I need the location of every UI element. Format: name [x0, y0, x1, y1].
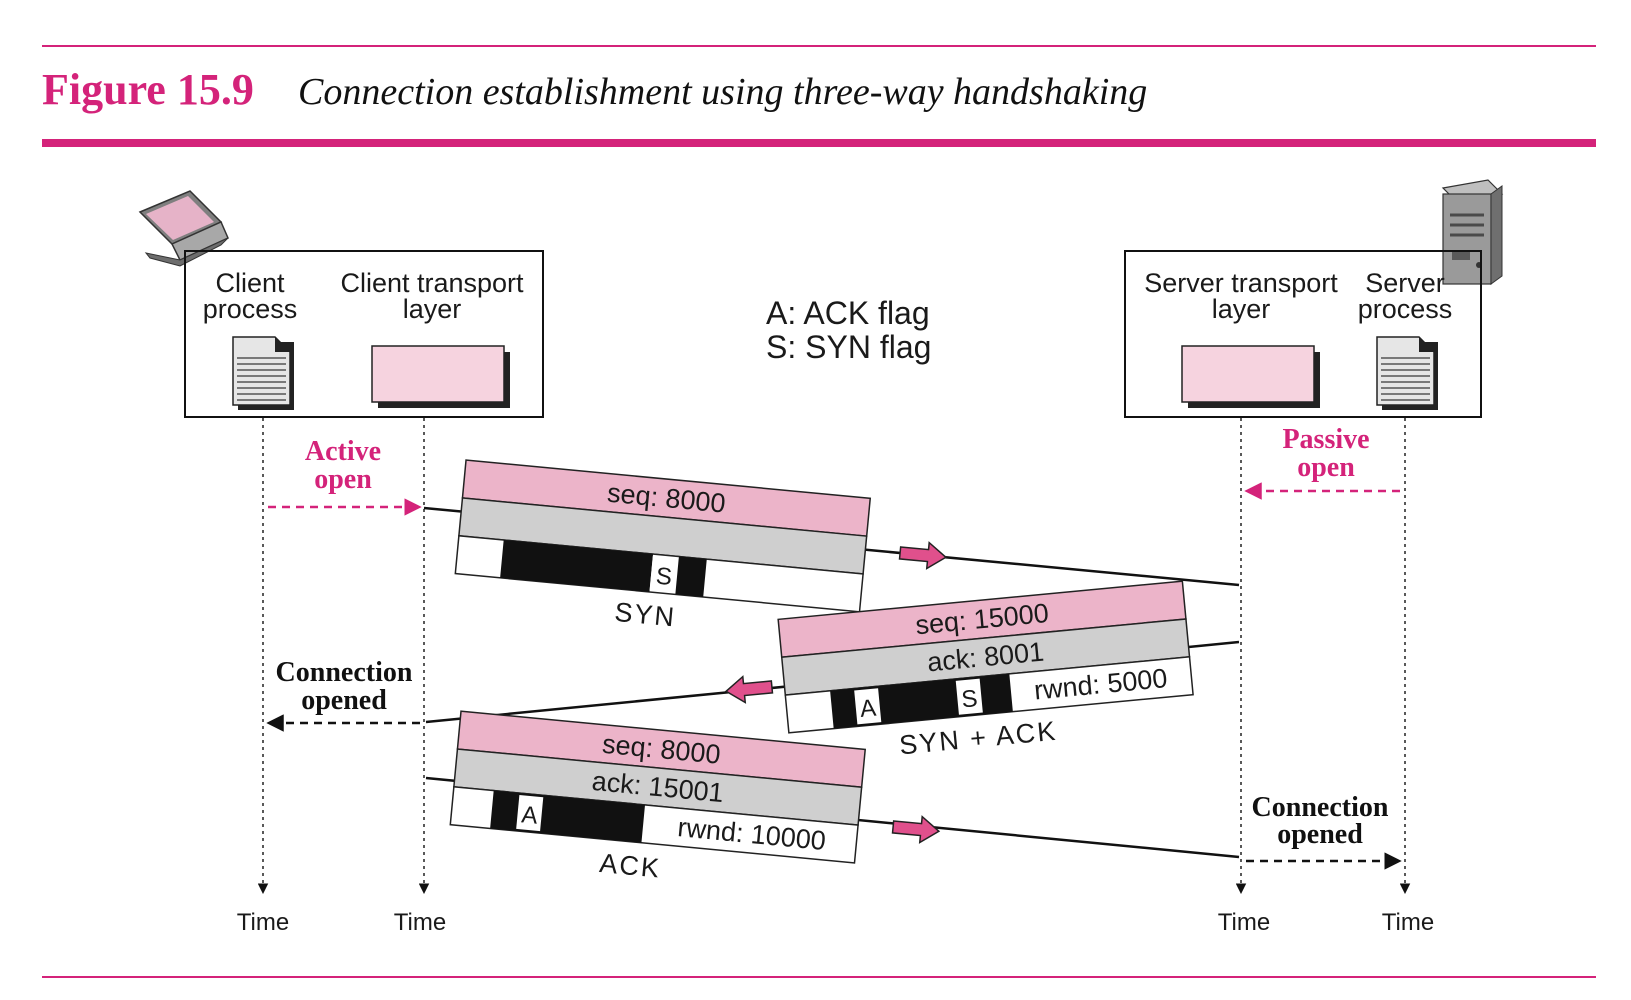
server-host-box	[1124, 250, 1482, 418]
connection-opened-right-2: opened	[1277, 819, 1363, 850]
connection-opened-left-2: opened	[301, 685, 387, 716]
passive-open-label: Passive	[1282, 424, 1369, 455]
server-tower-icon	[1441, 179, 1504, 285]
server-process-label-2: process	[1358, 294, 1453, 324]
ack-flag-a: A	[520, 801, 538, 829]
connection-opened-left: Connection	[276, 657, 413, 688]
client-host-box	[184, 250, 544, 418]
syn-label: SYN	[613, 597, 677, 633]
timelines	[257, 418, 1411, 895]
passive-open-label-2: open	[1297, 452, 1355, 483]
ack-label: ACK	[598, 848, 662, 884]
time-label: Time	[394, 909, 446, 936]
client-transport-label: Client transport	[340, 268, 524, 298]
server-transport-label-2: layer	[1212, 294, 1271, 324]
laptop-icon	[138, 190, 229, 267]
synack-flag-s: S	[960, 685, 978, 713]
server-transport-label: Server transport	[1144, 268, 1338, 298]
server-transport-box	[1181, 345, 1320, 408]
caption-bar	[42, 139, 1596, 147]
time-label: Time	[1218, 909, 1270, 936]
client-process-label-2: process	[203, 294, 298, 324]
time-label: Time	[237, 909, 289, 936]
active-open-label: Active	[305, 436, 381, 467]
syn-flag-s: S	[655, 563, 673, 591]
client-document-icon	[232, 336, 294, 410]
syn-direction-arrow	[898, 541, 948, 570]
figure-number: Figure 15.9	[42, 65, 254, 114]
active-open-label-2: open	[314, 464, 372, 495]
connection-opened-right: Connection	[1252, 792, 1389, 823]
syn-segment: S seq: 8000 SYN	[454, 459, 872, 633]
synack-label: SYN + ACK	[898, 716, 1058, 761]
ack-segment: A seq: 8000 ack: 15001 rwnd: 10000 ACK	[449, 710, 867, 884]
figure-title: Connection establishment using three-way…	[298, 71, 1147, 113]
ack-direction-arrow	[891, 815, 941, 844]
client-transport-label-2: layer	[403, 294, 462, 324]
server-process-label: Server	[1365, 268, 1445, 298]
synack-direction-arrow	[724, 675, 774, 704]
time-label: Time	[1382, 909, 1434, 936]
client-process-label: Client	[215, 268, 285, 298]
server-document-icon	[1376, 336, 1438, 410]
synack-segment: A S seq: 15000 ack: 8001 rwnd: 5000 SYN …	[777, 580, 1194, 761]
legend-ack: A: ACK flag	[766, 295, 930, 331]
legend-syn: S: SYN flag	[766, 329, 931, 365]
synack-flag-a: A	[859, 695, 877, 723]
client-transport-box	[371, 345, 510, 408]
